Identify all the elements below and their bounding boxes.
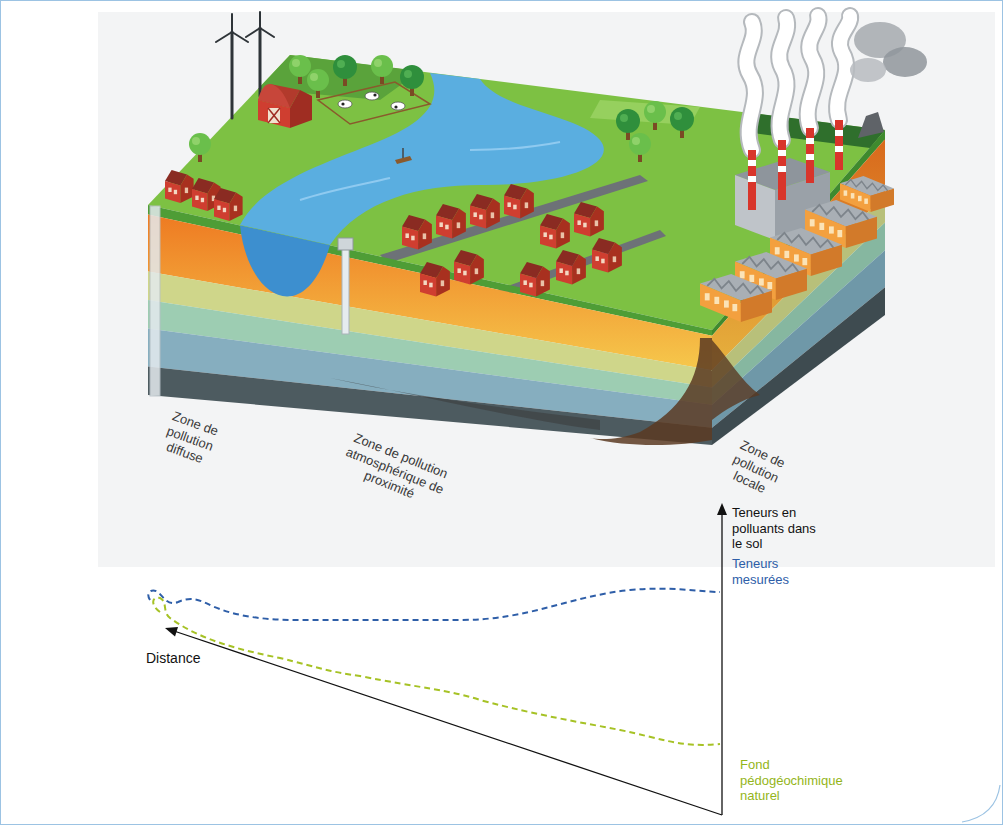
zone-label: Zone de pollution atmosphérique de proxi…: [331, 426, 460, 514]
axis-title: Distance: [146, 650, 226, 667]
barn: [258, 84, 312, 128]
zone-label: Zone de pollution diffuse: [152, 405, 228, 471]
background-curve: [153, 598, 720, 745]
chart-axes: [165, 503, 727, 815]
curve-label: Teneurs mesurées: [732, 556, 812, 587]
axis-title: Teneurs en polluants dans le sol: [732, 505, 824, 552]
chimneys: [748, 120, 843, 210]
curve-label: Fond pédogéochimique naturel: [740, 757, 850, 804]
zone-label: Zone de pollution locale: [717, 433, 795, 502]
factory: [700, 112, 894, 322]
wells: [150, 206, 353, 396]
soil-strata-front: [148, 205, 712, 445]
houses: [165, 170, 622, 297]
measured-curve: [148, 589, 720, 620]
trees: [189, 55, 694, 162]
